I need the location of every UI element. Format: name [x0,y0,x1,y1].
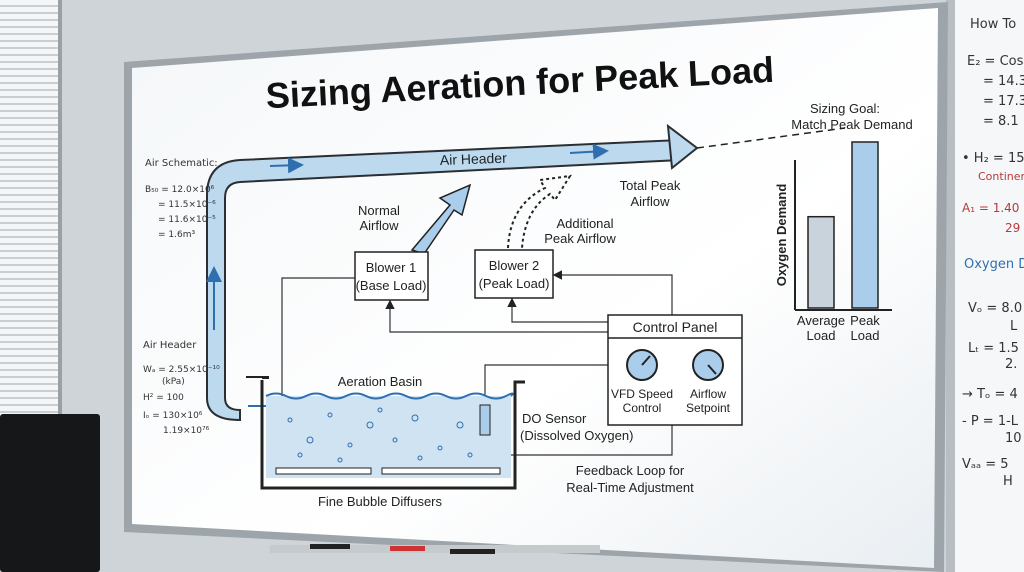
side-whiteboard [955,0,1024,572]
dashed-line [696,127,846,149]
svg-text:B₅₀ = 12.0×10⁶: B₅₀ = 12.0×10⁶ [145,185,215,195]
marker-tray [270,545,600,553]
svg-text:→ Tₒ = 4: → Tₒ = 4 [962,387,1018,402]
svg-text:H: H [1003,474,1013,489]
sizing-goal-label: Sizing Goal:Match Peak Demand [791,101,912,132]
do-sensor-icon [479,404,491,436]
normal-airflow-arrow [410,183,472,255]
computer-monitor [0,414,100,572]
svg-text:= 17.3: = 17.3 [983,94,1024,109]
svg-text:How To: How To [970,17,1016,32]
svg-text:2.: 2. [1005,357,1017,372]
svg-text:= 8.1: = 8.1 [983,114,1019,129]
svg-text:H² = 100: H² = 100 [143,393,184,403]
svg-text:= 11.5×10⁻⁶: = 11.5×10⁻⁶ [158,200,216,210]
svg-text:Vₐₐ = 5: Vₐₐ = 5 [962,457,1009,472]
bar-0 [807,215,835,309]
svg-text:= 14.3: = 14.3 [983,74,1024,89]
flow-arrow [569,143,609,160]
svg-text:• H₂ = 15: • H₂ = 15 [962,151,1024,166]
svg-text:= 1.6m³: = 1.6m³ [158,230,195,240]
marker[interactable] [450,549,495,554]
svg-text:Iₒ = 130×10⁶: Iₒ = 130×10⁶ [143,411,203,421]
svg-text:Continem: Continem [978,170,1024,183]
air-pipe [206,123,699,422]
svg-text:Lₜ = 1.5: Lₜ = 1.5 [968,341,1019,356]
svg-text:Wₐ = 2.55×10⁻¹⁰: Wₐ = 2.55×10⁻¹⁰ [143,365,220,375]
blower-2[interactable]: Blower 2(Peak Load) [474,249,554,299]
svg-text:E₂ = Cos: E₂ = Cos [967,54,1024,69]
additional-airflow-arrow [507,174,572,249]
svg-text:Air Header: Air Header [143,340,197,351]
svg-text:- P = 1-L: - P = 1-L [962,414,1019,429]
chart-y-label: Oxygen Demand [774,184,789,287]
marker[interactable] [390,546,425,551]
marker[interactable] [310,544,350,549]
svg-text:= 11.6×10⁻⁵: = 11.6×10⁻⁵ [158,215,216,225]
right-notes: How To E₂ = Cos = 14.3 = 17.3 = 8.1 • H₂… [962,17,1024,489]
svg-text:Air Schematic:: Air Schematic: [145,158,218,169]
svg-text:1.19×10⁷⁶: 1.19×10⁷⁶ [163,426,210,436]
svg-text:Oxygen D: Oxygen D [964,257,1024,272]
aeration-basin [246,376,525,490]
control-panel-title: Control Panel [633,319,718,335]
diffusers-label: Fine Bubble Diffusers [318,494,443,509]
blower-1[interactable]: Blower 1(Base Load) [354,251,429,301]
svg-text:10: 10 [1005,431,1022,446]
svg-text:Vₒ = 8.0: Vₒ = 8.0 [968,301,1022,316]
svg-text:A₁ = 1.40: A₁ = 1.40 [962,201,1019,215]
air-header-label: Air Header [440,150,508,168]
svg-text:L: L [1010,319,1018,334]
svg-text:Blower 1(Base Load): Blower 1(Base Load) [356,260,427,293]
svg-text:(kPa): (kPa) [162,377,185,387]
svg-text:29: 29 [1005,221,1020,235]
bar-1 [851,141,879,309]
flow-arrow [269,157,304,174]
window-blinds [0,0,62,420]
svg-text:Blower 2(Peak Load): Blower 2(Peak Load) [479,258,550,291]
left-notes: Air Schematic: B₅₀ = 12.0×10⁶ = 11.5×10⁻… [143,158,220,436]
do-sensor-label: DO Sensor(Dissolved Oxygen) [520,411,633,443]
aeration-basin-label: Aeration Basin [338,374,423,389]
